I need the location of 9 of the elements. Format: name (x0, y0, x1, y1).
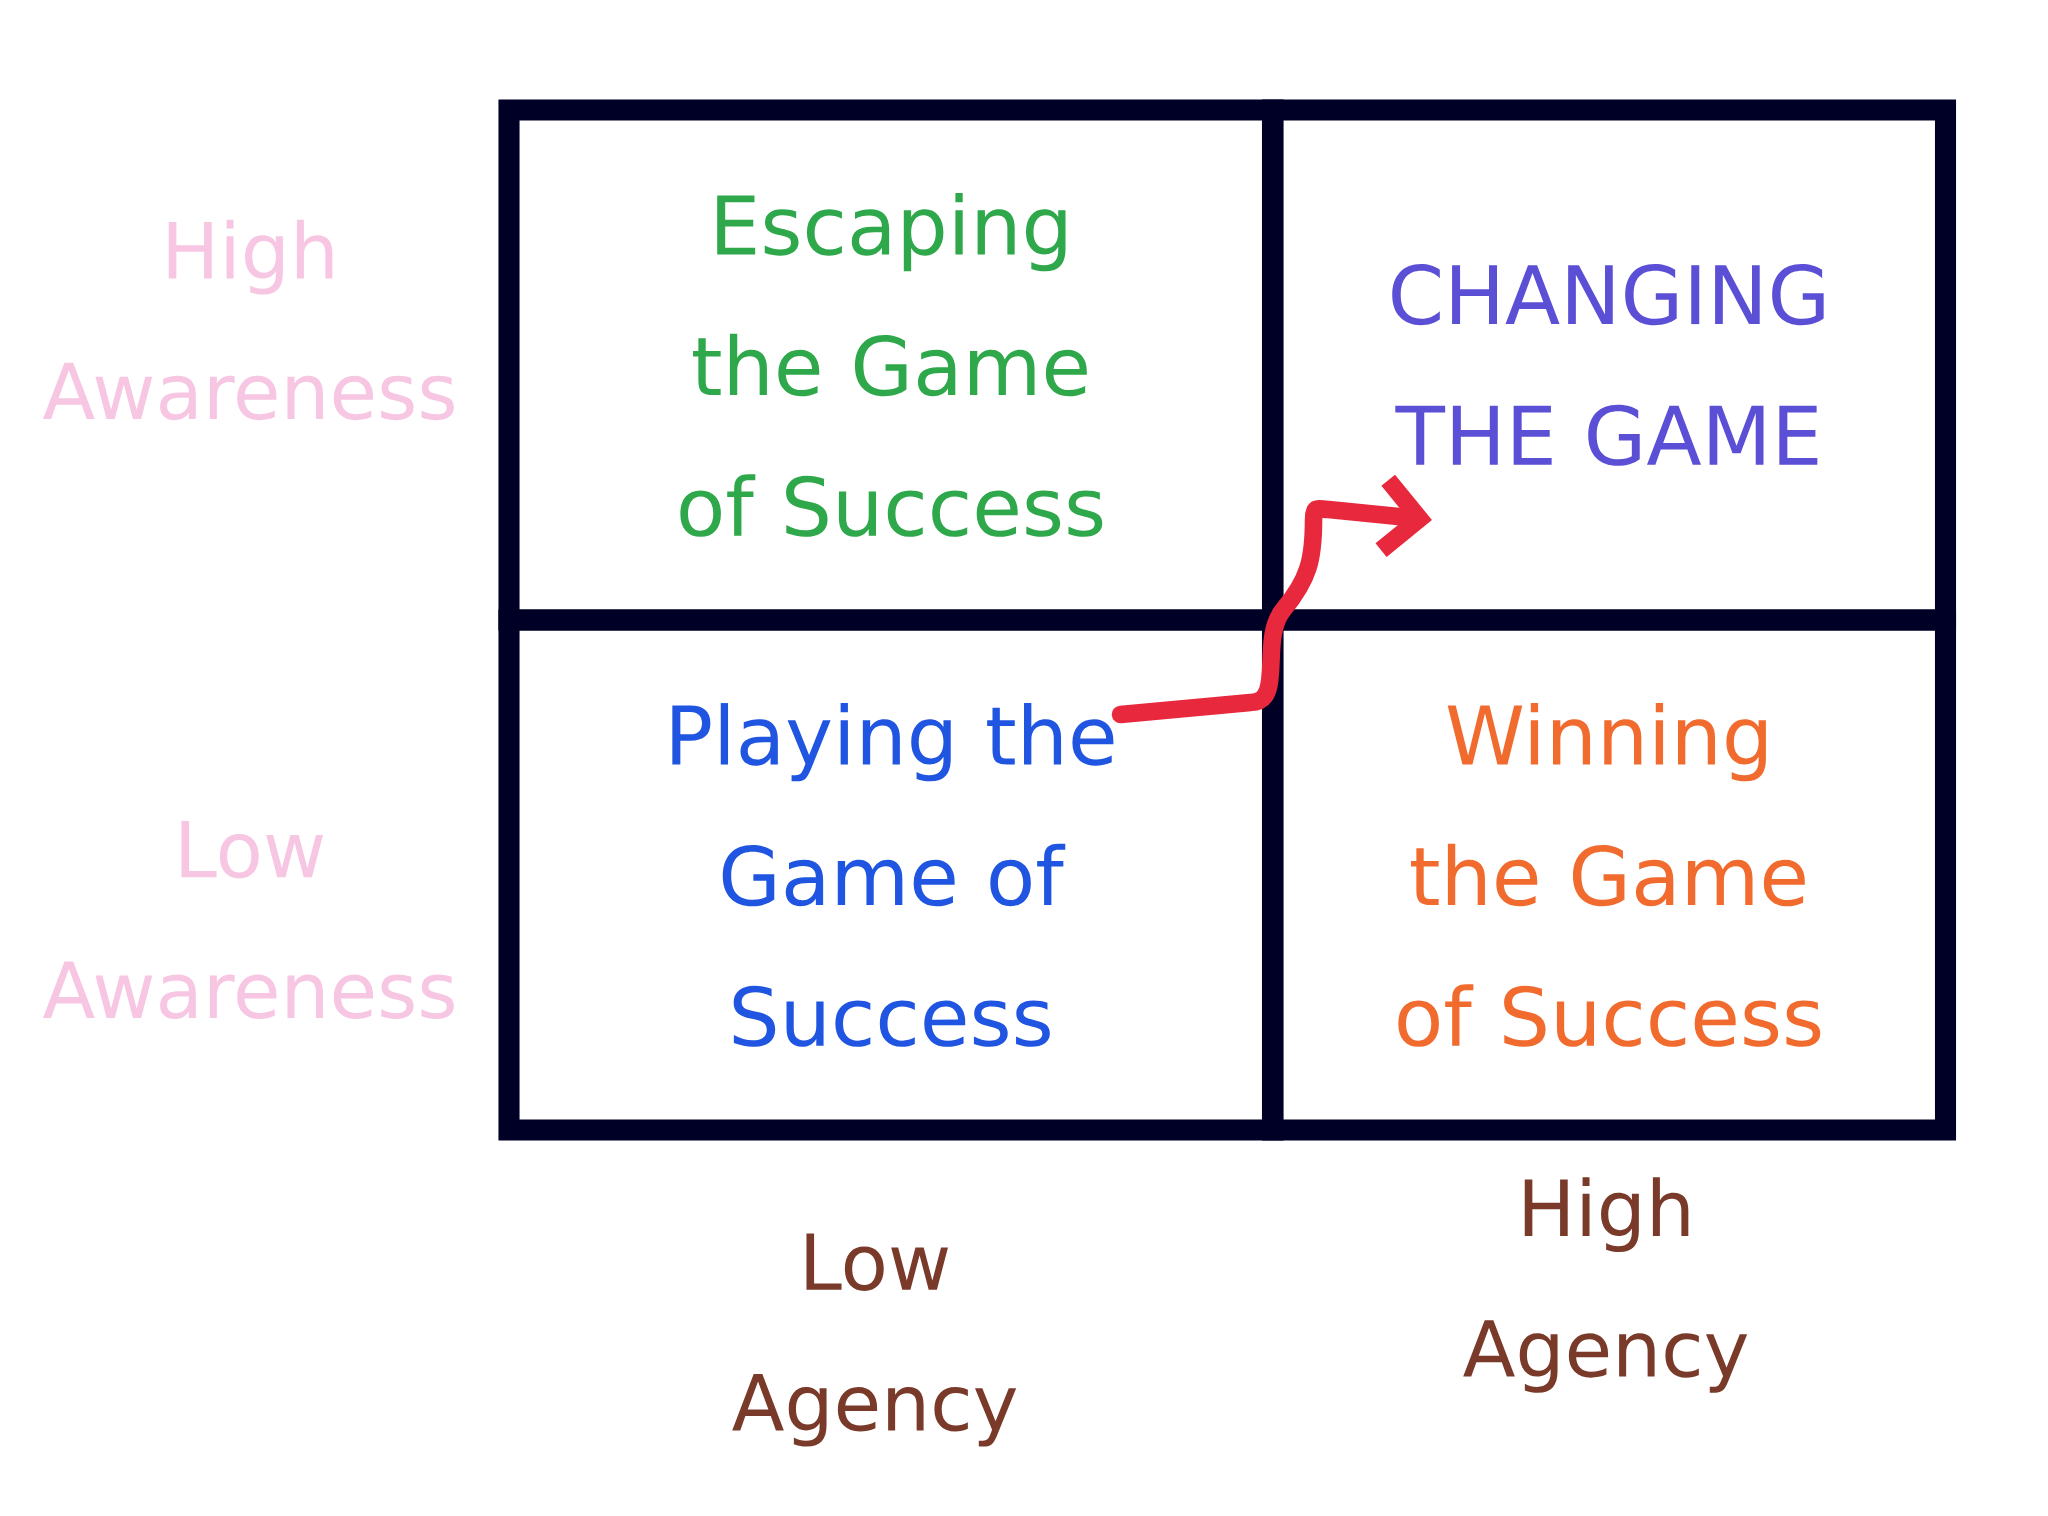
quadrant-box: Playing the Game of Success (498, 609, 1284, 1141)
quadrant-box: Escaping the Game of Success (498, 99, 1284, 631)
axis-label: High Agency (1463, 1177, 1748, 1393)
axis-label: High Awareness (43, 219, 454, 421)
axis-label: Low Agency (732, 1233, 1017, 1447)
axis-label: Low Awareness (43, 820, 454, 1019)
arrow (1111, 474, 1432, 724)
quadrant-box: Winning the Game of Success (1261, 609, 1957, 1141)
quadrant-box: CHANGING THE GAME (1261, 99, 1957, 631)
